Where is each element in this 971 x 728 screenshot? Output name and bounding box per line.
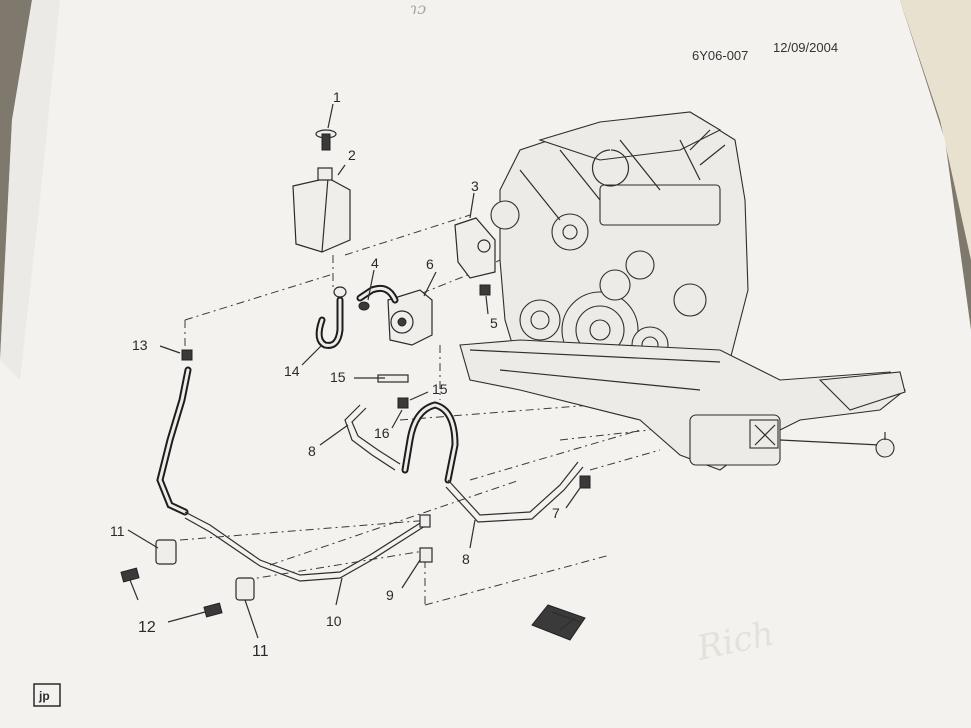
callout-8b: 8	[462, 551, 470, 567]
mounting-bolt	[479, 284, 491, 296]
callout-7: 7	[552, 505, 560, 521]
callout-15b: 15	[432, 381, 448, 397]
callout-3: 3	[471, 178, 479, 194]
hose-clamp	[333, 286, 370, 311]
callout-labels: 1 2 3 4 5 6 7 8 8 9 10 11 11 12 13 14 15…	[110, 89, 560, 660]
pump-bracket	[454, 217, 496, 279]
footer-logo: jp	[33, 683, 61, 707]
cloth-corner	[900, 0, 971, 260]
leader-lines	[179, 214, 721, 606]
callout-11a: 11	[110, 523, 125, 539]
view-symbol	[531, 604, 586, 641]
clip-bolts	[120, 567, 223, 618]
callout-leaders	[127, 103, 581, 639]
callout-13: 13	[132, 337, 148, 353]
pressure-hose	[344, 374, 584, 523]
callout-11b: 11	[252, 643, 269, 660]
callout-10: 10	[326, 613, 342, 629]
callout-14: 14	[284, 363, 300, 379]
footer-logo-text: jp	[38, 689, 50, 703]
pipe-fitting	[419, 547, 433, 563]
document-code: 6Y06-007	[692, 48, 748, 63]
callout-1: 1	[333, 89, 341, 105]
callout-6: 6	[426, 256, 434, 272]
callout-16: 16	[374, 425, 390, 441]
power-steering-pump	[356, 284, 433, 346]
engine-illustration	[459, 111, 906, 471]
callout-4: 4	[371, 255, 379, 271]
callout-2: 2	[348, 147, 356, 163]
callout-9: 9	[386, 587, 394, 603]
callout-15a: 15	[330, 369, 346, 385]
reservoir-cap	[315, 129, 337, 151]
margin-scribble: ɿɔ	[410, 0, 426, 18]
return-hose	[156, 349, 431, 582]
callout-12: 12	[138, 619, 156, 636]
callout-5: 5	[490, 315, 498, 331]
paper-shadow	[0, 0, 60, 380]
o-ring-seal	[579, 475, 591, 489]
fluid-reservoir	[292, 167, 351, 253]
document-date: 12/09/2004	[773, 40, 838, 55]
callout-8a: 8	[308, 443, 316, 459]
